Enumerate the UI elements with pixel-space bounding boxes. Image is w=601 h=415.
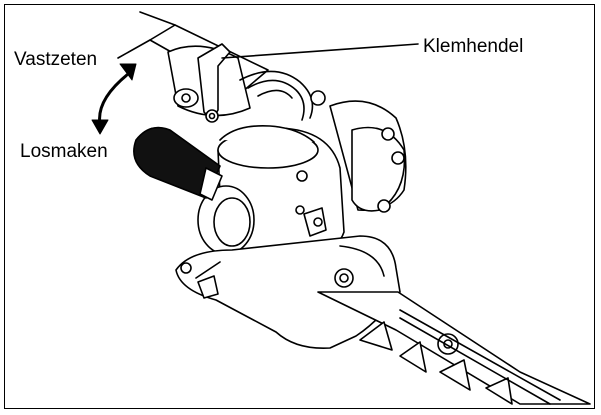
- curved-double-arrow-icon: [91, 63, 137, 135]
- wire-bracket: [239, 70, 326, 121]
- front-cap: [197, 185, 255, 255]
- cutter-blade: [317, 291, 591, 405]
- clamp-lever: [197, 43, 231, 123]
- label-clamp-lever: Klemhendel: [423, 36, 524, 57]
- side-cover: [329, 100, 407, 213]
- label-release: Losmaken: [20, 141, 108, 162]
- grip: [133, 126, 223, 201]
- leader-line-clamp-lever: [221, 43, 419, 59]
- label-lock: Vastzeten: [14, 49, 98, 70]
